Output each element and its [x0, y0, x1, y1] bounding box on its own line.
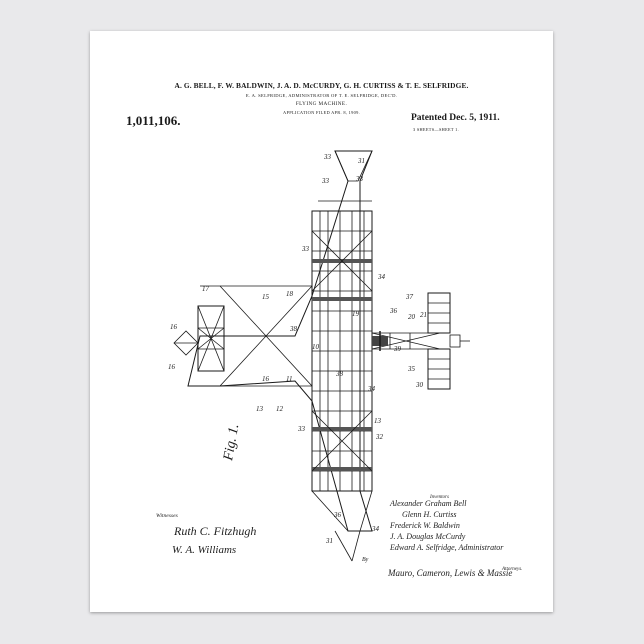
- inventor-signature: Glenn H. Curtiss: [402, 510, 456, 519]
- witnesses-label: Witnesses: [156, 513, 178, 519]
- figure-numeral: 11: [286, 375, 292, 383]
- figure-numeral: 30: [415, 381, 424, 389]
- figure-numeral: 33: [321, 177, 330, 185]
- figure-numeral: 33: [297, 425, 306, 433]
- inventor-signature: Alexander Graham Bell: [390, 499, 466, 508]
- figure-numeral: 31: [325, 537, 333, 545]
- patent-poster: A. G. BELL, F. W. BALDWIN, J. A. D. McCU…: [90, 31, 553, 612]
- attorneys-signature: Mauro, Cameron, Lewis & Massie: [388, 568, 512, 578]
- figure-numeral: 36: [389, 307, 398, 315]
- figure-numeral: 34: [371, 525, 380, 533]
- figure-numeral: 21: [420, 311, 427, 319]
- figure-numeral: 36: [333, 511, 342, 519]
- figure-numeral: 33: [323, 153, 332, 161]
- attorneys-by: By: [362, 557, 368, 563]
- figure-numeral: 16: [262, 375, 270, 383]
- figure-numeral: 18: [286, 290, 294, 298]
- figure-numeral: 17: [202, 285, 210, 293]
- figure-numeral: 34: [367, 385, 376, 393]
- figure-numeral: 19: [352, 310, 360, 318]
- figure-numeral: 16: [170, 323, 178, 331]
- figure-numeral: 10: [312, 343, 320, 351]
- figure-numeral: 13: [256, 405, 264, 413]
- figure-numeral: 39: [393, 345, 402, 353]
- figure-numeral: 31: [357, 157, 365, 165]
- figure-numeral: 35: [407, 365, 416, 373]
- inventor-signature: J. A. Douglas McCurdy: [390, 532, 465, 541]
- figure-numeral: 34: [377, 273, 386, 281]
- figure-numeral: 15: [262, 293, 270, 301]
- flying-machine-drawing: 33 31 33 33 34 33 16 17 16 15 16 13 12 1…: [90, 31, 553, 612]
- figure-label: Fig. 1.: [221, 423, 242, 463]
- inventor-signature: Frederick W. Baldwin: [390, 521, 460, 530]
- figure-numeral: 37: [405, 293, 414, 301]
- witness-signature: Ruth C. Fitzhugh: [174, 524, 256, 539]
- figure-numeral: 38: [289, 325, 298, 333]
- figure-numeral: 32: [375, 433, 384, 441]
- figure-numeral: 13: [374, 417, 382, 425]
- inventor-signature: Edward A. Selfridge, Administrator: [390, 543, 503, 552]
- witness-signature: W. A. Williams: [172, 544, 236, 556]
- figure-numeral: 16: [168, 363, 176, 371]
- figure-numeral: 33: [355, 175, 364, 183]
- figure-numeral: 20: [408, 313, 416, 321]
- figure-numeral: 38: [335, 370, 344, 378]
- figure-numeral: 12: [276, 405, 284, 413]
- attorneys-label: Attorneys.: [502, 567, 522, 572]
- figure-numeral: 33: [301, 245, 310, 253]
